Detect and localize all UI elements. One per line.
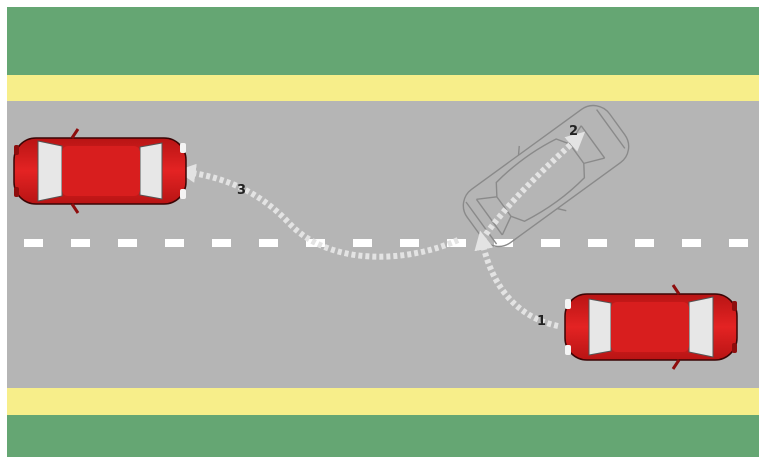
step-label-3: 3 — [237, 183, 246, 198]
car-start-red — [14, 129, 186, 213]
step-label-2: 2 — [569, 124, 578, 139]
car-finish-red — [565, 285, 737, 369]
step-label-1: 1 — [537, 314, 546, 329]
top-grass-verge — [7, 7, 759, 75]
bottom-grass-verge — [7, 415, 759, 457]
bottom-shoulder — [7, 388, 759, 415]
top-shoulder — [7, 75, 759, 101]
